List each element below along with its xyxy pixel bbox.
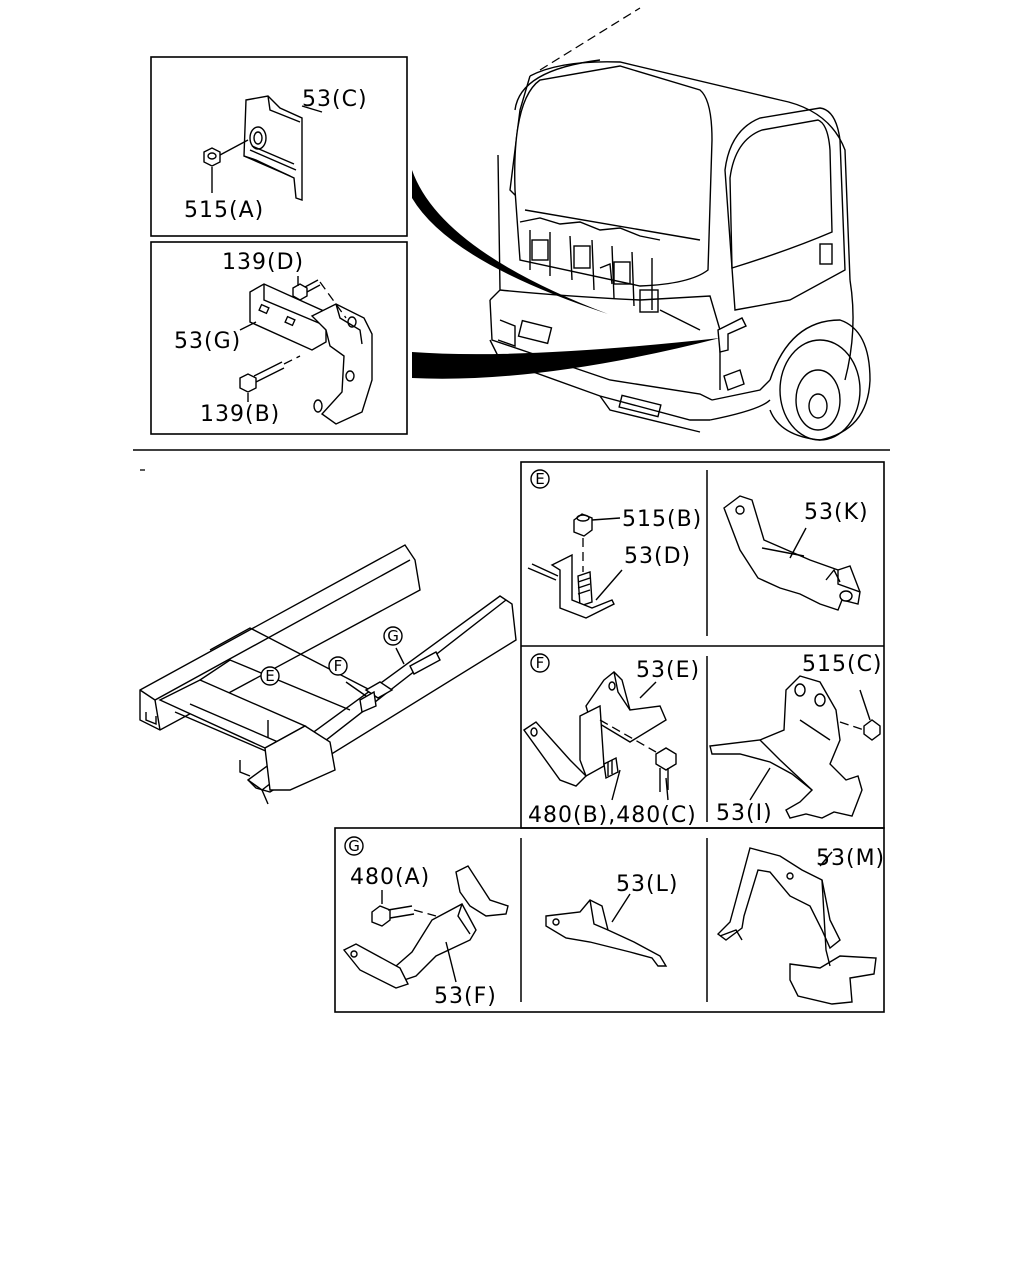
marker-f-chassis-label: F xyxy=(334,657,343,675)
callout-139d: 139(D) xyxy=(222,250,304,275)
callout-515a: 515(A) xyxy=(184,198,264,223)
callout-53m: 53(M) xyxy=(816,846,885,871)
bracket-53c-drawing xyxy=(203,95,323,201)
marker-g-detail-label: G xyxy=(348,837,360,855)
detail-grid-g xyxy=(334,827,885,1013)
truck-cab-drawing xyxy=(412,7,871,441)
marker-f-detail xyxy=(530,653,550,673)
callout-53c: 53(C) xyxy=(302,87,368,112)
callout-480b-480c: 480(B),480(C) xyxy=(528,803,697,828)
marker-e-detail-label: E xyxy=(535,470,544,488)
marker-e-chassis-label: E xyxy=(265,667,274,685)
callout-515b: 515(B) xyxy=(622,507,702,532)
bracket-53g-drawing xyxy=(239,276,373,425)
bracket-53i-drawing xyxy=(709,675,881,819)
marker-g-chassis xyxy=(383,626,403,646)
callout-53g: 53(G) xyxy=(174,329,241,354)
bracket-53k-drawing xyxy=(723,495,861,611)
callout-53d: 53(D) xyxy=(624,544,691,569)
inset-box-53g xyxy=(150,241,408,435)
marker-e-detail xyxy=(530,469,550,489)
marker-f-detail-label: F xyxy=(536,654,545,672)
bracket-53d-drawing xyxy=(527,513,623,619)
marker-e-chassis xyxy=(260,666,280,686)
bracket-53e-drawing xyxy=(523,671,677,801)
callout-515c: 515(C) xyxy=(802,652,883,677)
callout-53f: 53(F) xyxy=(434,984,497,1009)
callout-139b: 139(B) xyxy=(200,402,280,427)
chassis-frame-drawing xyxy=(139,469,517,805)
marker-f-chassis xyxy=(328,656,348,676)
marker-g-chassis-label: G xyxy=(387,627,399,645)
inset-box-53c xyxy=(150,56,408,237)
callout-480a: 480(A) xyxy=(350,865,430,890)
bracket-53l-drawing xyxy=(545,893,668,967)
bracket-53f-drawing xyxy=(342,865,509,989)
callout-53i: 53(I) xyxy=(716,801,773,826)
callout-53k: 53(K) xyxy=(804,500,869,525)
callout-53e: 53(E) xyxy=(636,658,700,683)
bracket-53m-drawing xyxy=(716,847,877,1005)
callout-53l: 53(L) xyxy=(616,872,678,897)
marker-g-detail xyxy=(344,836,364,856)
